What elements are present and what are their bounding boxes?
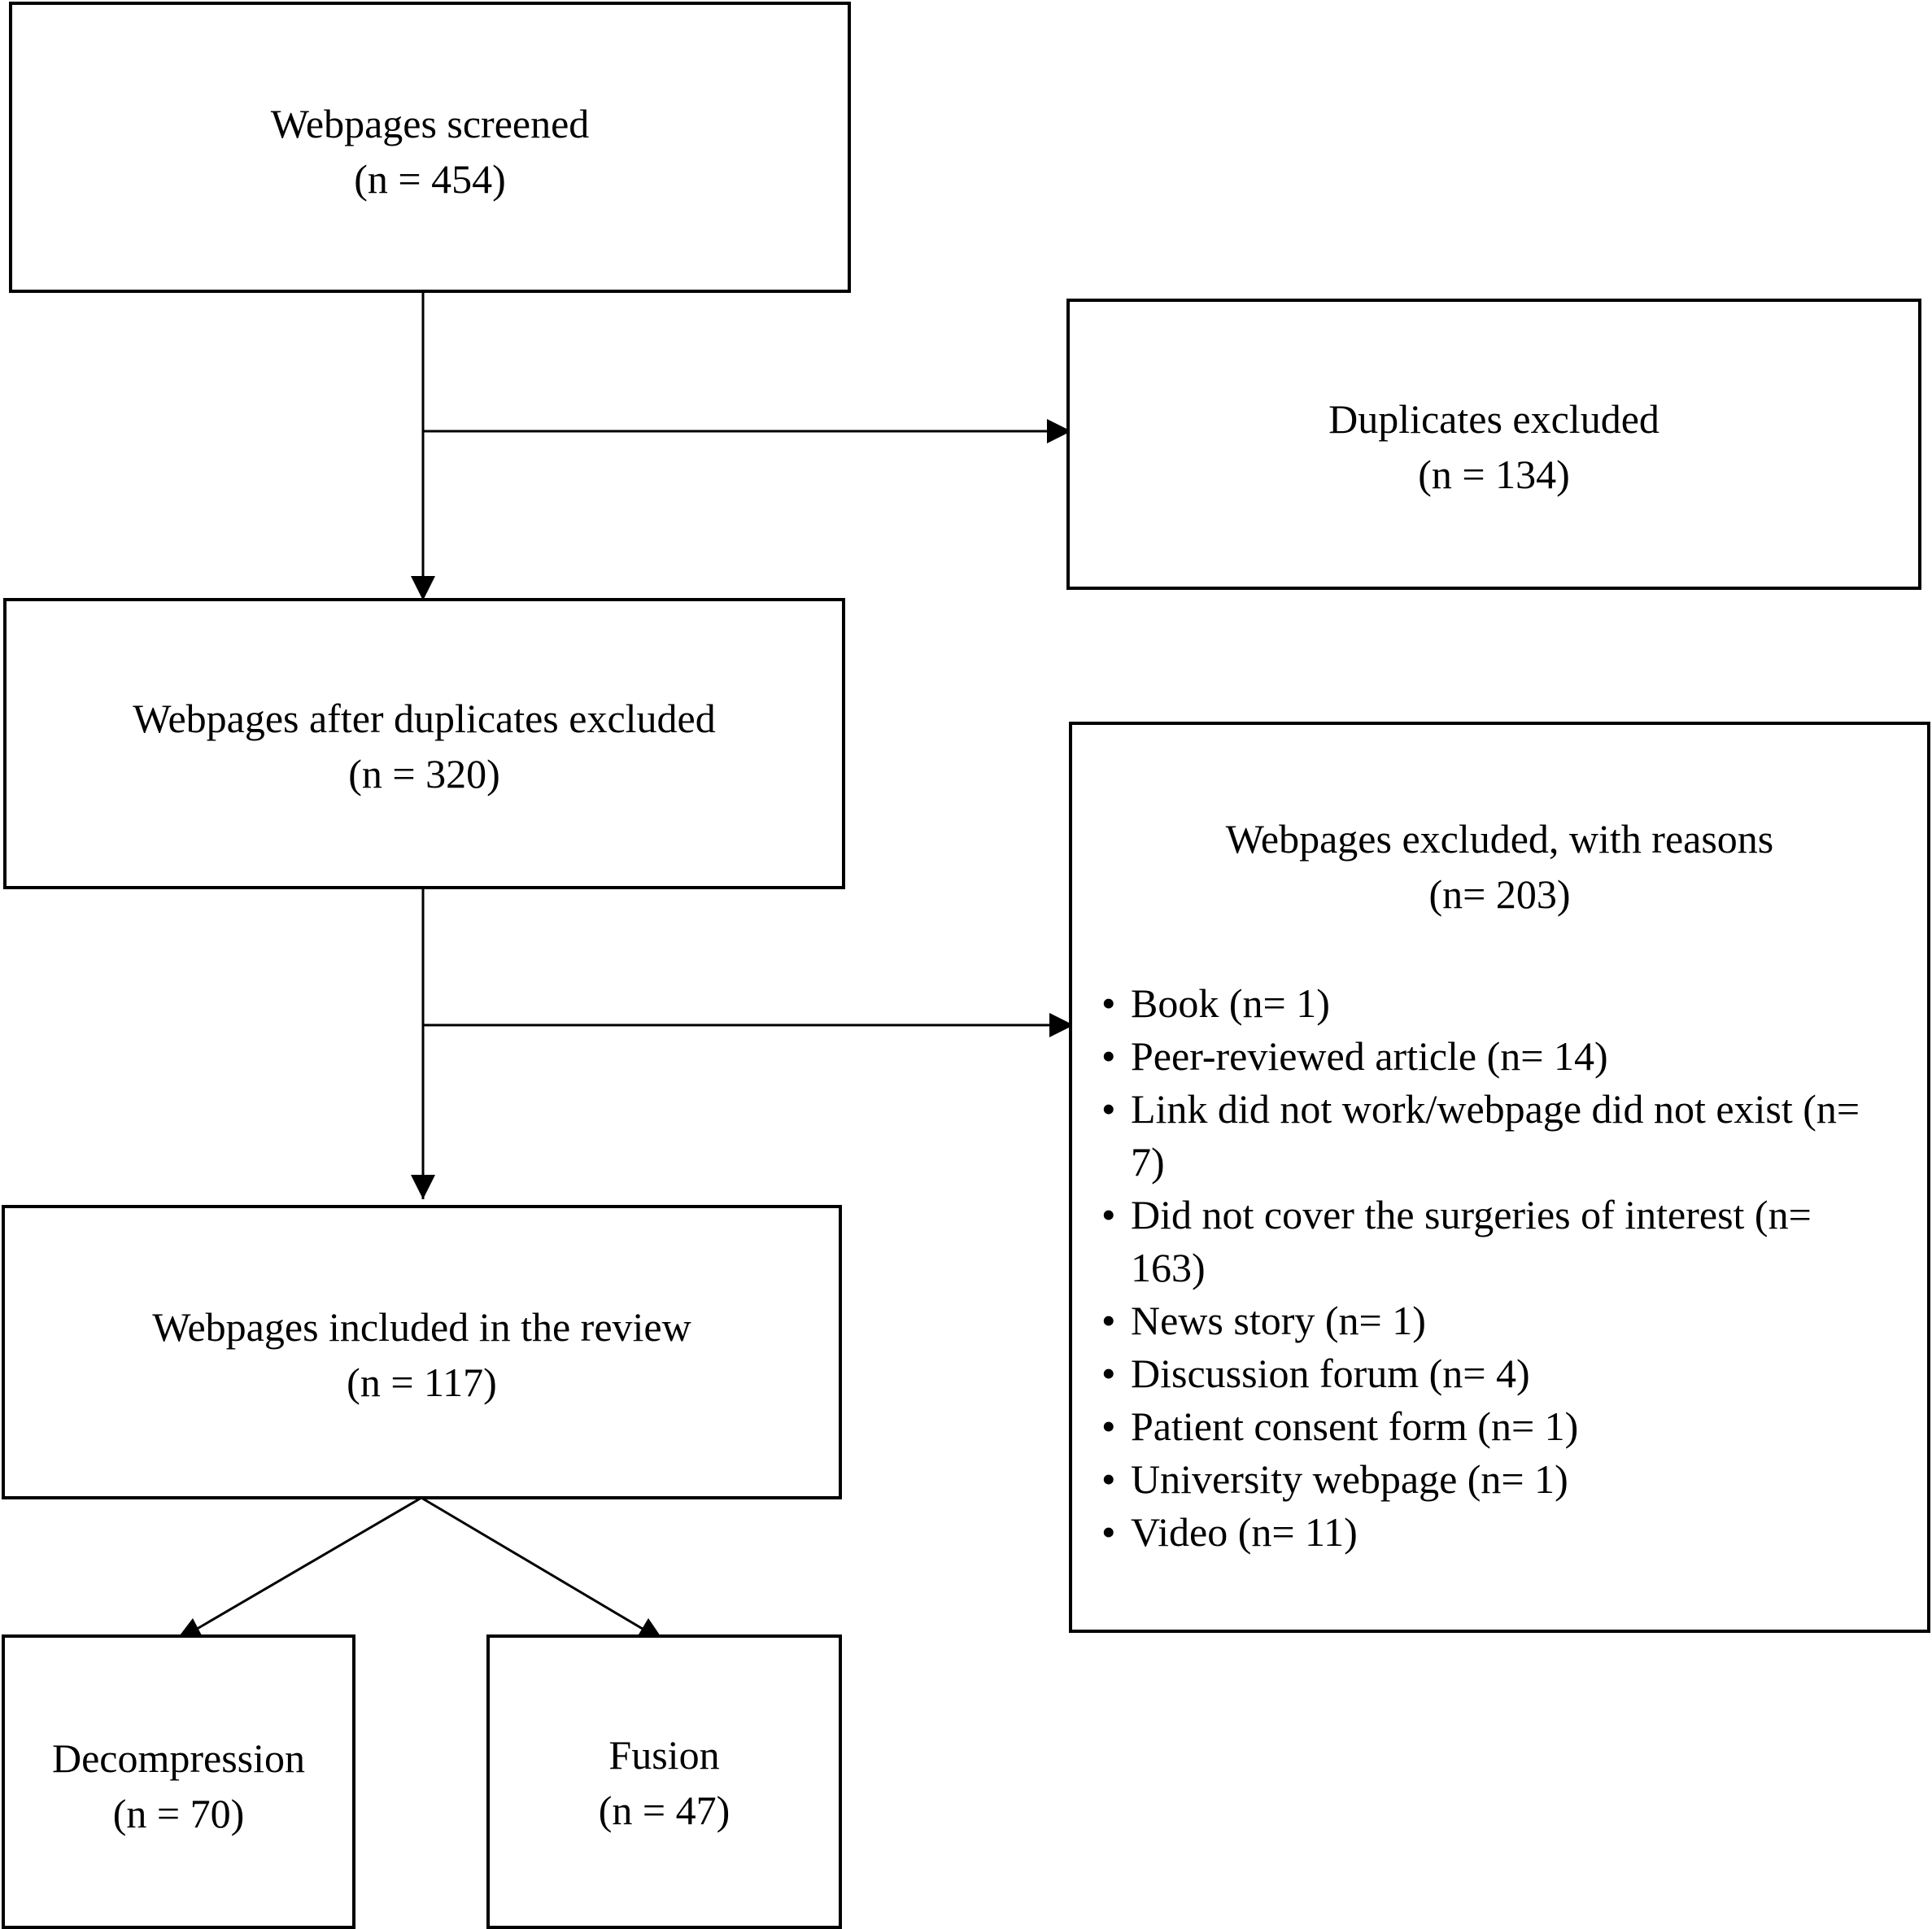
arrow-included-to-fusion bbox=[421, 1496, 652, 1635]
reason-item: •Book (n= 1) bbox=[1101, 977, 1895, 1030]
reason-item: •Peer-reviewed article (n= 14) bbox=[1101, 1030, 1895, 1083]
included-count: (n = 117) bbox=[347, 1359, 497, 1405]
bullet-icon: • bbox=[1101, 1298, 1116, 1343]
excluded-with-reasons-box: Webpages excluded, with reasons (n= 203)… bbox=[1069, 722, 1930, 1633]
screened-label: Webpages screened bbox=[270, 101, 590, 146]
reason-item: •University webpage (n= 1) bbox=[1101, 1453, 1895, 1506]
arrowhead-excluded-with-reasons bbox=[1049, 1013, 1074, 1037]
arrowhead-fusion bbox=[636, 1618, 662, 1639]
duplicates-excluded-label: Duplicates excluded bbox=[1328, 396, 1659, 442]
included-box: Webpages included in the review (n = 117… bbox=[2, 1205, 842, 1499]
arrow-included-to-decompression bbox=[188, 1496, 422, 1635]
reason-item: •Discussion forum (n= 4) bbox=[1101, 1347, 1895, 1400]
screened-box: Webpages screened (n = 454) bbox=[9, 2, 851, 293]
excluded-count: (n= 203) bbox=[1428, 871, 1571, 917]
bullet-icon: • bbox=[1101, 1086, 1116, 1132]
bullet-icon: • bbox=[1101, 1509, 1116, 1555]
bullet-icon: • bbox=[1101, 1456, 1116, 1502]
after-duplicates-label: Webpages after duplicates excluded bbox=[133, 696, 716, 741]
decompression-count: (n = 70) bbox=[112, 1791, 245, 1836]
arrowhead-decompression bbox=[177, 1618, 203, 1639]
bullet-icon: • bbox=[1101, 1403, 1116, 1449]
bullet-icon: • bbox=[1101, 1033, 1116, 1079]
fusion-label: Fusion bbox=[608, 1732, 720, 1778]
decompression-label: Decompression bbox=[51, 1735, 306, 1781]
bullet-icon: • bbox=[1101, 980, 1116, 1026]
fusion-count: (n = 47) bbox=[598, 1787, 730, 1833]
fusion-box: Fusion (n = 47) bbox=[486, 1634, 842, 1929]
exclusion-reasons-list: •Book (n= 1) •Peer-reviewed article (n= … bbox=[1101, 977, 1895, 1559]
screened-count: (n = 454) bbox=[354, 156, 506, 202]
arrowhead-after-duplicates bbox=[411, 576, 435, 600]
reason-item: •Did not cover the surgeries of interest… bbox=[1101, 1189, 1895, 1294]
after-duplicates-box: Webpages after duplicates excluded (n = … bbox=[3, 598, 845, 889]
bullet-icon: • bbox=[1101, 1351, 1116, 1396]
bullet-icon: • bbox=[1101, 1192, 1116, 1237]
arrowhead-included bbox=[411, 1175, 435, 1199]
included-label: Webpages included in the review bbox=[152, 1304, 691, 1350]
duplicates-excluded-count: (n = 134) bbox=[1418, 452, 1570, 497]
reason-item: •Patient consent form (n= 1) bbox=[1101, 1400, 1895, 1453]
arrowhead-duplicates-excluded bbox=[1047, 419, 1071, 443]
reason-item: •Video (n= 11) bbox=[1101, 1506, 1895, 1559]
after-duplicates-count: (n = 320) bbox=[348, 751, 500, 796]
duplicates-excluded-box: Duplicates excluded (n = 134) bbox=[1066, 299, 1921, 590]
reason-item: •Link did not work/webpage did not exist… bbox=[1101, 1083, 1895, 1189]
excluded-label: Webpages excluded, with reasons bbox=[1225, 816, 1774, 862]
reason-item: •News story (n= 1) bbox=[1101, 1294, 1895, 1347]
decompression-box: Decompression (n = 70) bbox=[2, 1634, 355, 1929]
